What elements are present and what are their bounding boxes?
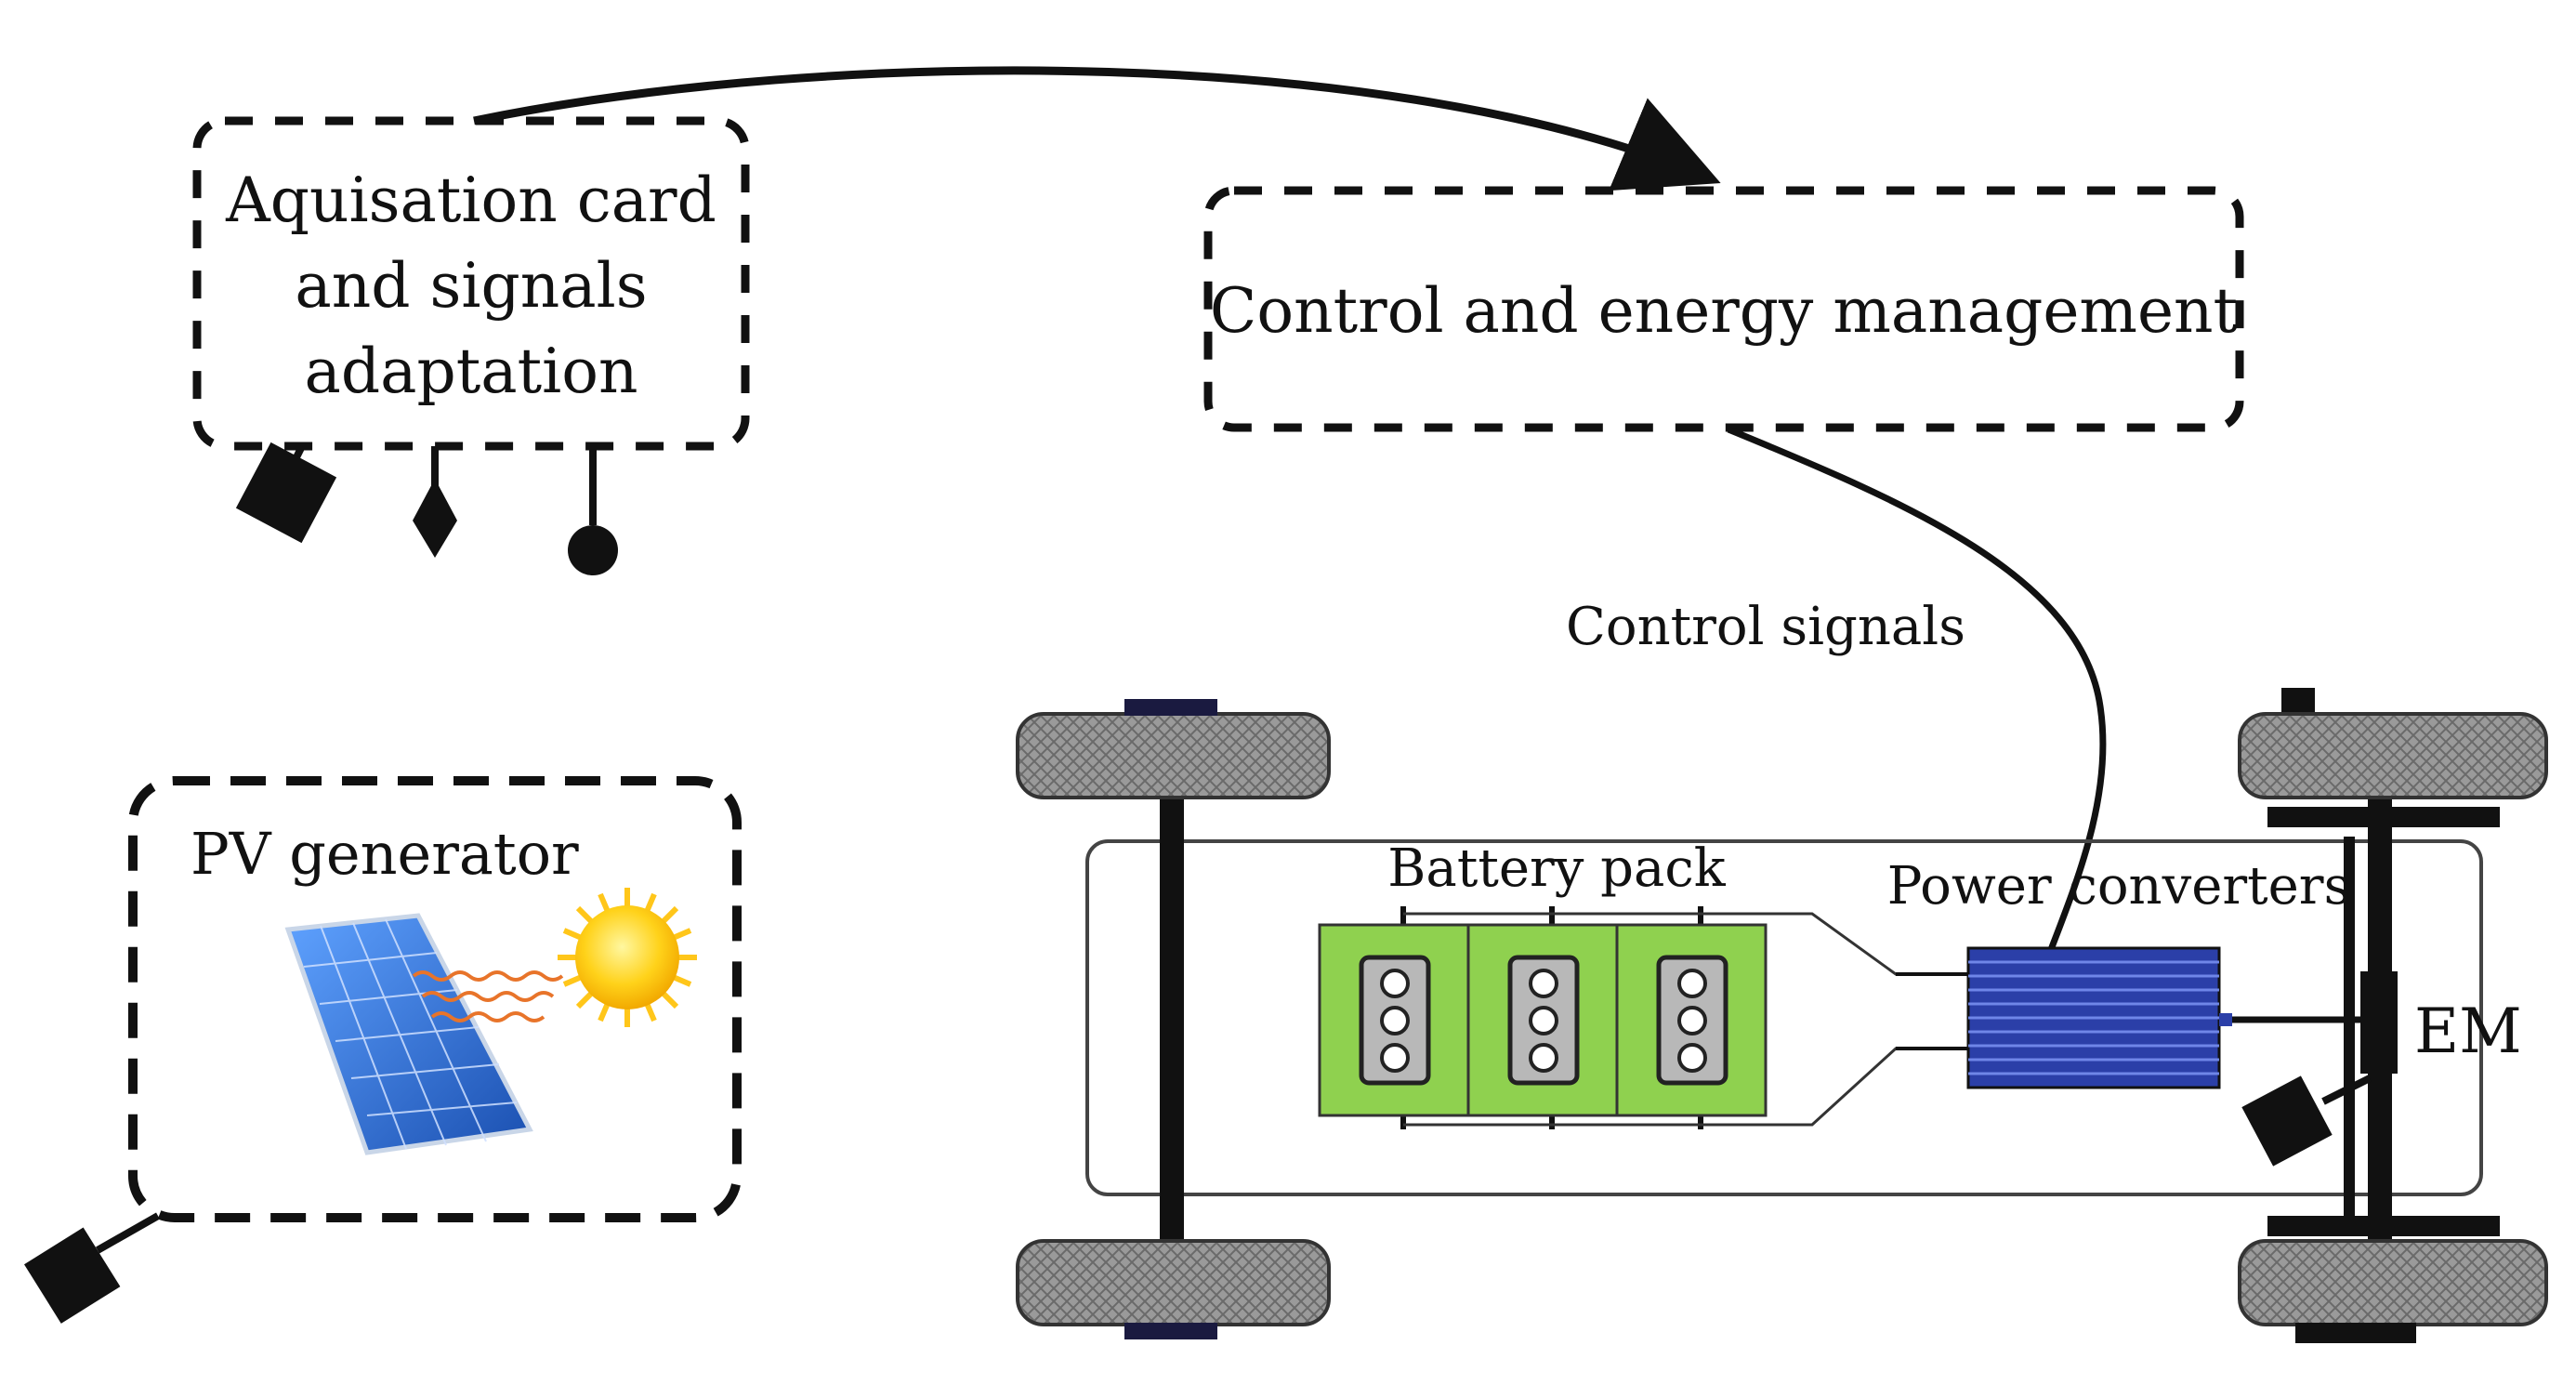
acquisition-card-box: Aquisation card and signals adaptation <box>192 116 750 451</box>
motor-sensor-icon <box>2241 1075 2372 1167</box>
battery-cell <box>1466 906 1619 1129</box>
battery-cell <box>1615 906 1768 1129</box>
front-right-wheel <box>1016 1239 1331 1339</box>
battery-pack <box>1318 906 1970 1129</box>
control-management-box: Control and energy management <box>1203 186 2244 432</box>
pv-generator-label: PV generator <box>191 820 579 888</box>
pv-sensor-icon <box>24 1212 160 1324</box>
front-axle <box>1160 762 1184 1301</box>
power-converter-unit <box>1896 946 2379 1089</box>
power-converters-label: Power converters <box>1887 856 2351 917</box>
rear-right-wheel <box>2238 1216 2548 1343</box>
vehicle-chassis <box>1085 839 2483 1196</box>
acquisition-label-line1: Aquisation card <box>225 165 716 236</box>
battery-pack-label: Battery pack <box>1387 838 1726 899</box>
acquisition-label-line3: adaptation <box>305 336 638 407</box>
solar-panel-icon <box>284 913 564 1155</box>
square-sensor-icon <box>235 442 337 544</box>
control-signals-label: Control signals <box>1566 597 1965 657</box>
pv-generator-box: PV generator <box>128 776 742 1222</box>
front-left-wheel <box>1016 699 1331 799</box>
data-flow-arrow <box>473 66 1721 191</box>
battery-cell <box>1318 906 1470 1129</box>
electric-motor-label: EM <box>2414 996 2522 1067</box>
round-sensor-icon <box>568 446 618 575</box>
diamond-sensor-icon <box>413 446 457 558</box>
rear-left-wheel <box>2238 688 2548 827</box>
electric-motor: EM <box>2360 971 2522 1074</box>
sun-icon <box>558 888 697 1027</box>
control-management-label: Control and energy management <box>1210 275 2238 347</box>
acquisition-label-line2: and signals <box>295 250 647 322</box>
control-signals-line <box>1727 426 2107 969</box>
